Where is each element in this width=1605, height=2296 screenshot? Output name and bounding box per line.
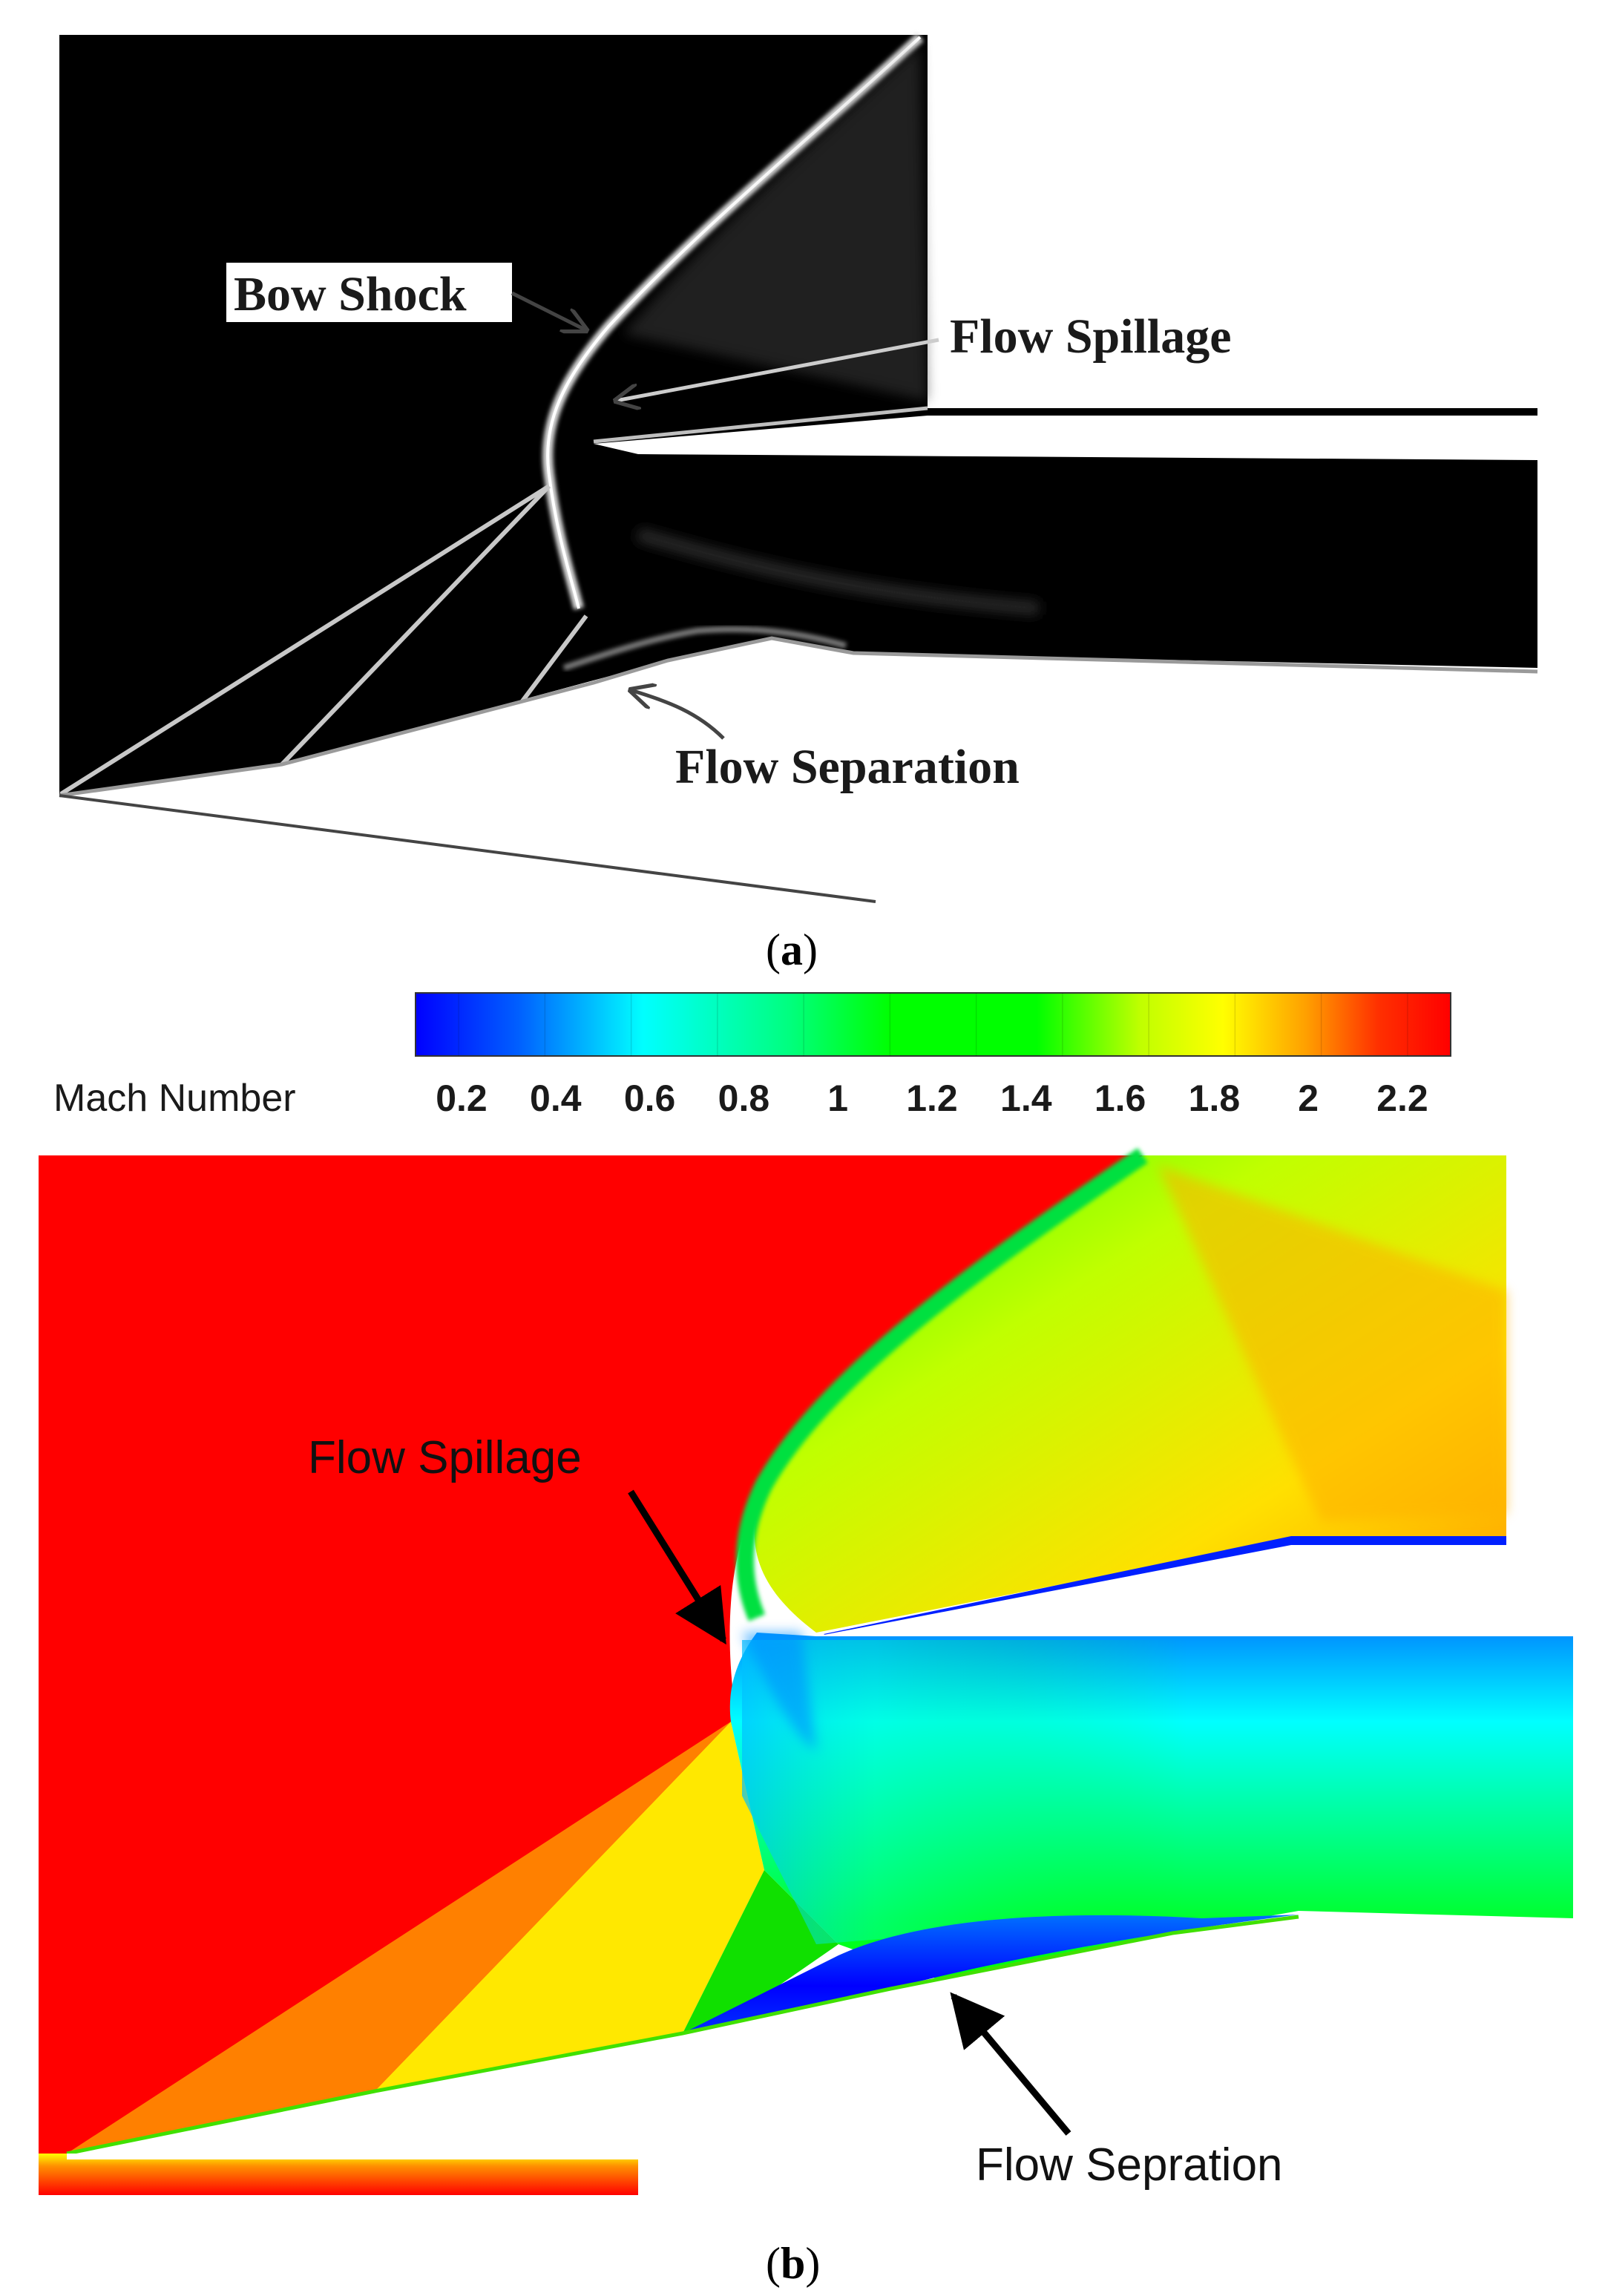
panel-b-shock-layer-orange <box>1158 1165 1506 1521</box>
panel-b-flow-separation-arrow <box>950 1992 1071 2136</box>
colorbar: Mach Number 0.2 0.4 0.6 0.8 1 1.2 1.4 1.6 1.8 2 2.… <box>53 992 1451 1120</box>
colorbar-tick-label: 1 <box>827 1078 848 1119</box>
bow-shock-label-box <box>226 263 512 322</box>
panel-a-duct-structure <box>636 528 1040 615</box>
colorbar-tick-label: 1.8 <box>1189 1078 1241 1119</box>
panel-b-cowl-body <box>816 1545 1506 1636</box>
panel-a-cowl <box>594 416 1537 460</box>
panel-b-contour: Flow Spillage Flow Sepration <box>39 1148 1573 2197</box>
panel-b-bottom-strip-edge <box>67 2154 638 2159</box>
panel-a-flow-spillage-label: Flow Spillage <box>950 309 1232 364</box>
colorbar-tick-label: 0.6 <box>624 1078 676 1119</box>
bow-shock-arrow <box>511 291 586 330</box>
panel-a-schlieren: Bow Shock Flow Spillage Flow Separation <box>59 33 1538 903</box>
colorbar-tick-label: 0.2 <box>436 1078 488 1119</box>
panel-a-shock-layer <box>623 45 928 401</box>
panel-b-spillage-zone <box>742 1633 816 1751</box>
panel-a-bow-shock-core <box>546 36 922 609</box>
panel-a-cowl-shock <box>593 406 928 444</box>
panel-a-flow-spillage-arrow <box>616 338 939 401</box>
panel-b-flow-separation-label: Flow Sepration <box>976 2139 1283 2191</box>
panel-b-caption: (b) <box>766 2239 820 2288</box>
panel-a-flow-field <box>59 35 1537 796</box>
panel-b-flow-spillage-arrow <box>628 1489 726 1645</box>
panel-a-ramp-shocks <box>59 484 588 796</box>
colorbar-title: Mach Number <box>53 1077 296 1120</box>
panel-b-flow-spillage-label: Flow Spillage <box>308 1432 582 1483</box>
panel-b-bow-shock <box>735 1148 1148 1621</box>
panel-a-separation-bubble <box>562 626 847 671</box>
bow-shock-label: Bow Shock <box>234 267 467 321</box>
colorbar-tick-label: 1.6 <box>1094 1078 1146 1119</box>
colorbar-tick-label: 2 <box>1298 1078 1319 1119</box>
colorbar-tick-label: 1.2 <box>906 1078 958 1119</box>
panel-b-duct-entry <box>742 1640 1187 1944</box>
colorbar-dividers <box>458 993 1408 1056</box>
panel-b-freestream <box>39 1155 1143 2154</box>
panel-b-ramp-region-1 <box>67 1722 731 2154</box>
panel-b-ramp-body <box>67 1917 1573 2197</box>
colorbar-tick-label: 0.8 <box>718 1078 770 1119</box>
panel-a-ramp-surface <box>59 636 1538 798</box>
colorbar-tick-label: 2.2 <box>1376 1078 1428 1119</box>
panel-b-ramp-region-2 <box>375 1722 764 2091</box>
panel-a-flow-separation-label: Flow Separation <box>675 740 1020 794</box>
colorbar-tick-label: 0.4 <box>530 1078 582 1119</box>
panel-b-bottom-strip <box>39 2154 638 2195</box>
colorbar-tick-label: 1.4 <box>1000 1078 1052 1119</box>
colorbar-ticks: 0.2 0.4 0.6 0.8 1 1.2 1.4 1.6 1.8 2 2.2 <box>436 1078 1428 1119</box>
panel-b-ramp-surface <box>66 1915 1299 2156</box>
panel-a-flow-separation-arrow <box>631 690 725 740</box>
panel-a-lower-wall <box>59 794 876 903</box>
panel-a-ramp-body <box>59 638 1537 902</box>
panel-a-caption: (a) <box>766 925 818 974</box>
colorbar-gradient <box>415 992 1451 1057</box>
